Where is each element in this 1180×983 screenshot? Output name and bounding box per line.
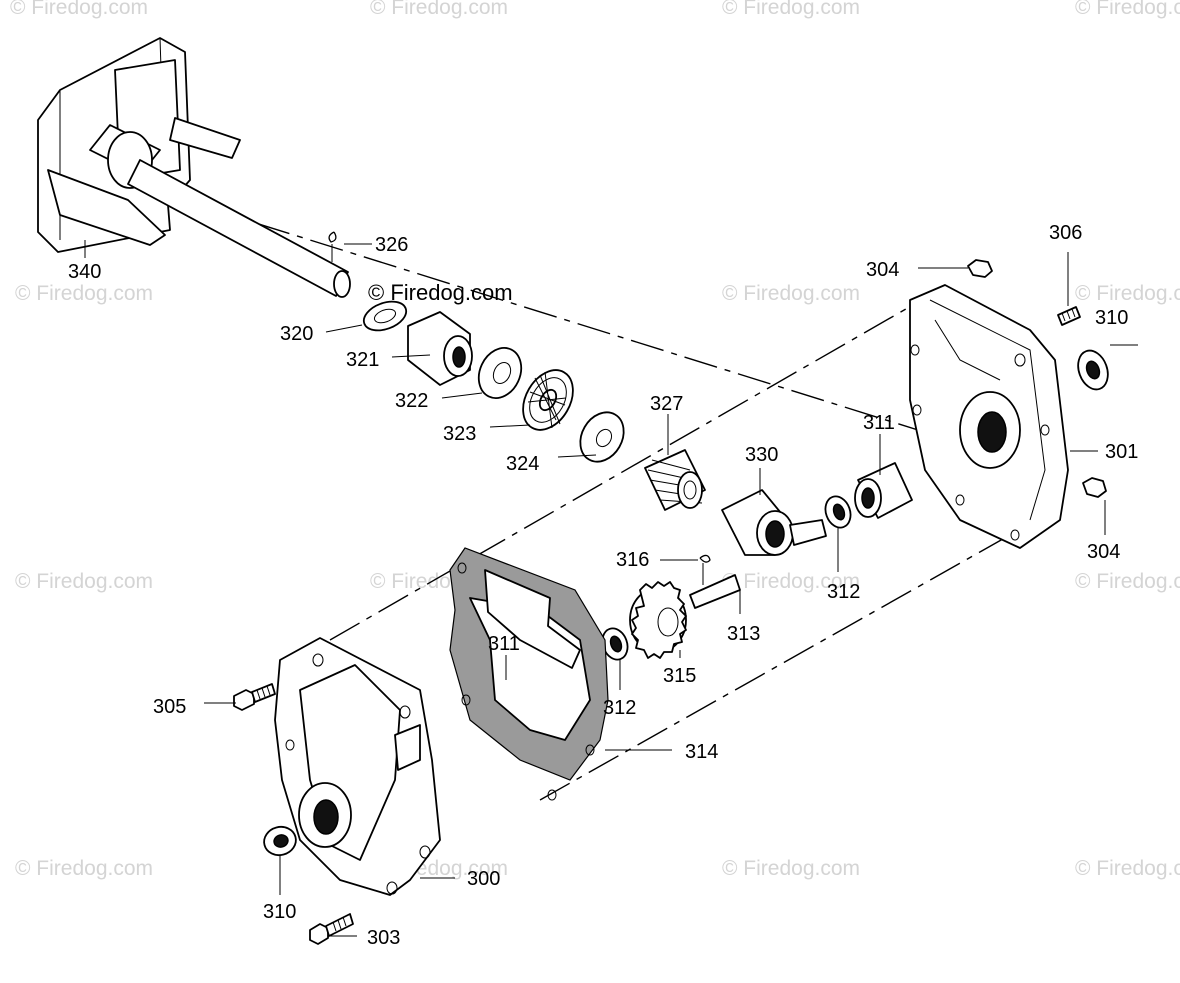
watermark: © Firedog.com	[722, 282, 860, 305]
part-305-bolt	[233, 683, 276, 711]
label-321: 321	[346, 349, 379, 371]
watermark: © Firedog.com	[15, 282, 153, 305]
label-310-left: 310	[263, 901, 296, 923]
label-305: 305	[153, 696, 186, 718]
part-300-housing	[274, 637, 441, 896]
label-327: 327	[650, 393, 683, 415]
label-300: 300	[467, 868, 500, 890]
label-310-right: 310	[1095, 307, 1128, 329]
watermark: © Firedog.com	[1075, 0, 1180, 19]
part-327-worm	[644, 449, 706, 511]
part-340-impeller	[37, 37, 351, 298]
part-315-gear	[629, 581, 687, 659]
label-314: 314	[685, 741, 718, 763]
label-323: 323	[443, 423, 476, 445]
label-306: 306	[1049, 222, 1082, 244]
label-312-left: 312	[603, 697, 636, 719]
assembly-lines	[149, 189, 1011, 801]
label-320: 320	[280, 323, 313, 345]
part-313-shaft	[689, 574, 741, 609]
part-326-pin	[328, 231, 337, 262]
watermark: © Firedog.com	[10, 0, 148, 19]
part-312-washer-b	[824, 495, 852, 529]
label-326: 326	[375, 234, 408, 256]
label-311-right: 311	[863, 412, 895, 434]
label-322: 322	[395, 390, 428, 412]
part-311-bearing-a	[854, 462, 913, 519]
label-313: 313	[727, 623, 760, 645]
label-340: 340	[68, 261, 101, 283]
part-320-washer	[362, 300, 408, 332]
label-316: 316	[616, 549, 649, 571]
part-304-nut-top	[967, 259, 993, 278]
watermark: © Firedog.com	[1075, 570, 1180, 593]
label-301: 301	[1105, 441, 1138, 463]
part-321-bushing	[407, 311, 473, 386]
label-312-right: 312	[827, 581, 860, 603]
label-304-top: 304	[866, 259, 899, 281]
label-315: 315	[663, 665, 696, 687]
watermark-grid: © Firedog.com © Firedog.com © Firedog.co…	[10, 0, 1180, 880]
label-311-left: 311	[488, 633, 520, 655]
label-324: 324	[506, 453, 539, 475]
part-301-housing	[909, 284, 1069, 549]
part-303-bolt	[309, 913, 354, 945]
part-323-thrust-bearing	[522, 369, 574, 431]
part-306-screw	[1057, 306, 1081, 326]
part-316-pin	[699, 554, 711, 585]
part-310-seal-left	[263, 825, 297, 857]
watermark: © Firedog.com	[15, 570, 153, 593]
leader-lines	[84, 240, 1138, 937]
watermark: © Firedog.com	[1075, 857, 1180, 880]
part-330-spacer	[721, 489, 827, 556]
label-304-bottom: 304	[1087, 541, 1120, 563]
watermark: © Firedog.com	[722, 570, 860, 593]
watermark: © Firedog.com	[722, 0, 860, 19]
part-310-seal-right	[1077, 349, 1109, 391]
label-303: 303	[367, 927, 400, 949]
label-330: 330	[745, 444, 778, 466]
part-324-washer	[579, 411, 625, 463]
watermark: © Firedog.com	[15, 857, 153, 880]
watermark: © Firedog.com	[370, 0, 508, 19]
part-314-gasket	[449, 547, 609, 801]
part-304-nut-bottom	[1082, 477, 1107, 498]
watermark: © Firedog.com	[722, 857, 860, 880]
watermark: © Firedog.com	[1075, 282, 1180, 305]
part-labels: 340 326 320 321 322 323 324 327 330 316 …	[68, 222, 1138, 949]
part-322-washer	[477, 347, 523, 399]
